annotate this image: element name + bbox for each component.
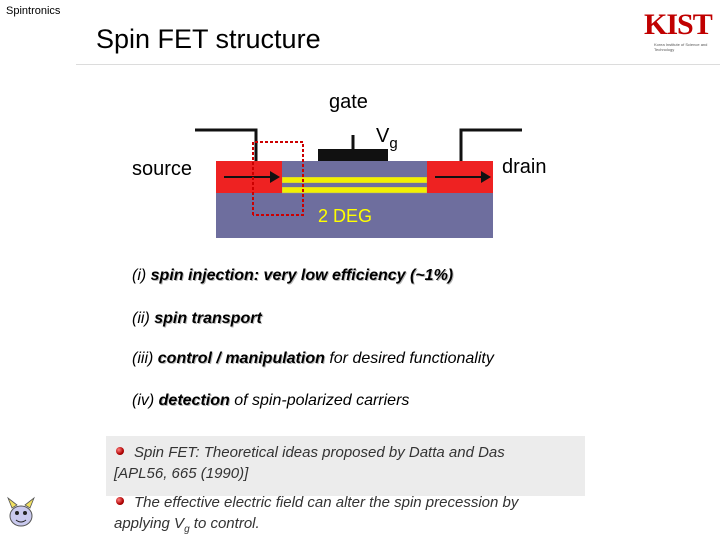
gate-label: gate [329, 91, 368, 113]
note-effective-field-line1: The effective electric field can alter t… [134, 494, 519, 511]
red-sphere-bullet-icon [116, 447, 124, 455]
note-effective-field: The effective electric field can alter t… [114, 492, 584, 540]
gate-electrode [318, 149, 388, 161]
drain-lead [459, 128, 522, 161]
item-spin-injection: (i) spin injection: very low efficiency … [132, 267, 454, 284]
source-arrowhead [270, 171, 280, 183]
note-datta-das: Spin FET: Theoretical ideas proposed by … [114, 442, 584, 484]
item-control-manipulation: (iii) control / manipulation for desired… [132, 350, 494, 367]
top-label: Spintronics [6, 5, 61, 17]
title-divider [76, 64, 720, 65]
logo-subtext: Korea Institute of Science and Technolog… [654, 42, 708, 52]
source-label: source [132, 158, 192, 180]
item-spin-transport: (ii) spin transport [132, 310, 262, 327]
dashed-loop [252, 141, 304, 216]
note-datta-das-line2: [APL56, 665 (1990)] [114, 465, 249, 482]
red-sphere-bullet-icon [116, 497, 124, 505]
cartoon-mascot-icon [7, 496, 35, 527]
note-effective-field-line2: applying Vg to control. [114, 515, 260, 535]
kist-logo: KIST Korea Institute of Science and Tech… [640, 8, 713, 54]
channel-spacer [282, 183, 427, 187]
drain-label: drain [502, 156, 546, 178]
slide-title: Spin FET structure [96, 24, 321, 54]
item-detection: (iv) detection of spin-polarized carrier… [132, 392, 410, 409]
source-lead [195, 128, 258, 161]
channel-label: 2 DEG [318, 206, 372, 226]
note-highlight-box [106, 436, 585, 496]
note-datta-das-line1: Spin FET: Theoretical ideas proposed by … [134, 444, 505, 461]
logo-mark: KIST [644, 8, 713, 41]
drain-arrowhead [481, 171, 491, 183]
vg-label: Vg [376, 125, 398, 152]
gate-cap [282, 161, 427, 177]
spin-fet-diagram: gate Vg source drain 2 DEG [132, 91, 546, 238]
